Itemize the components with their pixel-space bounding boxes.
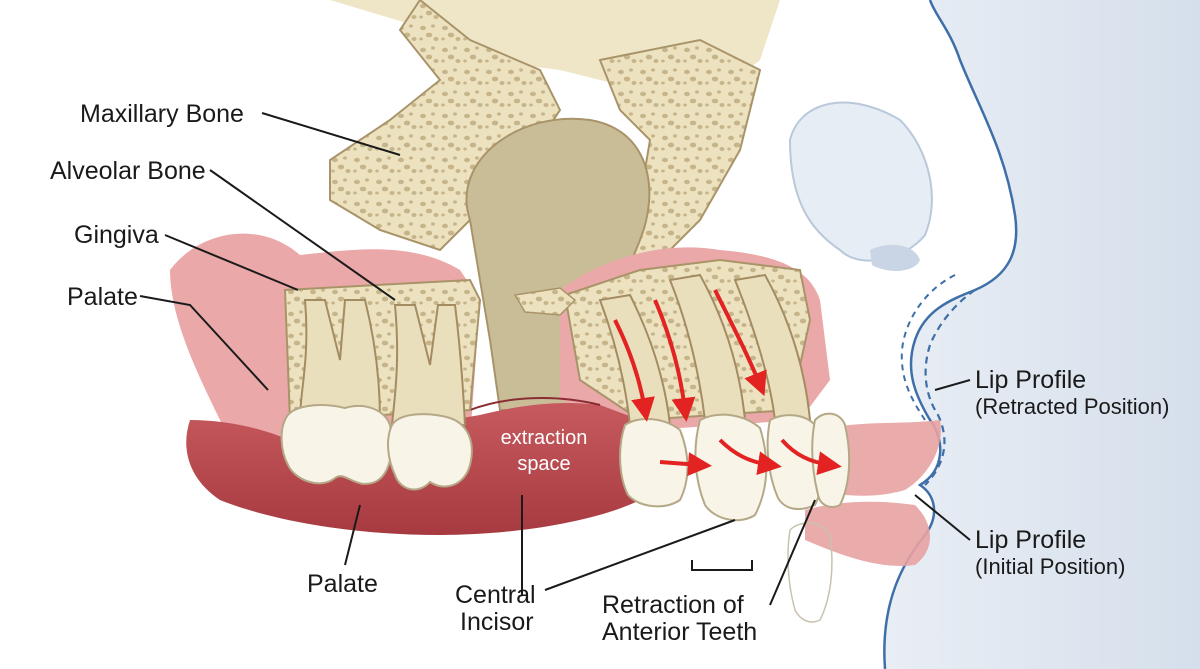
crown-arrow-3 <box>780 438 842 476</box>
lip-profile-dashed-2 <box>900 274 956 421</box>
root-arrow-3 <box>713 289 767 397</box>
lip-profile-retracted-line <box>924 289 976 486</box>
leader-palate-top <box>139 295 269 391</box>
label-central-incisor-2: Incisor <box>460 608 534 636</box>
premolar-crown <box>619 418 689 508</box>
leader-maxillary-bone <box>261 112 401 156</box>
label-central-incisor-1: Central <box>455 581 536 609</box>
lower-incisor-outline <box>787 522 833 623</box>
leader-palate-bottom <box>344 504 361 566</box>
nostril <box>870 244 920 272</box>
label-palate-top: Palate <box>67 283 138 311</box>
leader-lip-retracted <box>934 379 971 391</box>
molar-2-roots <box>390 304 467 426</box>
canine-crown <box>694 413 768 522</box>
leader-alveolar-bone <box>209 169 396 301</box>
nose-inner <box>788 101 933 262</box>
label-lip-initial-1: Lip Profile <box>975 526 1086 554</box>
crown-arrow-1 <box>659 452 712 477</box>
leader-retraction <box>769 499 816 606</box>
face-profile <box>884 0 1200 669</box>
label-alveolar-bone: Alveolar Bone <box>50 157 206 185</box>
retraction-arrows <box>613 289 842 477</box>
label-lip-retracted-2: (Retracted Position) <box>975 394 1169 419</box>
molar-1-crown <box>280 404 393 485</box>
root-arrow-2 <box>653 299 696 422</box>
label-lip-retracted-1: Lip Profile <box>975 366 1086 394</box>
label-retraction-1: Retraction of <box>602 591 744 619</box>
palate-ridge <box>469 397 601 411</box>
label-gingiva: Gingiva <box>74 221 159 249</box>
lower-lip <box>805 501 930 566</box>
label-palate-bottom: Palate <box>307 570 378 598</box>
crown-arrow-2 <box>718 438 782 476</box>
retraction-bracket <box>691 560 753 571</box>
label-maxillary-bone: Maxillary Bone <box>80 100 244 128</box>
bone-fragment <box>513 287 577 316</box>
extraction-space-label-2: space <box>517 453 570 475</box>
label-retraction-2: Anterior Teeth <box>602 618 757 646</box>
label-lip-initial-2: (Initial Position) <box>975 554 1125 579</box>
root-arrow-1 <box>613 319 655 422</box>
extraction-space-label-1: extraction <box>501 427 588 449</box>
leader-gingiva <box>164 234 299 291</box>
molar-2-crown <box>387 413 473 491</box>
leader-lip-initial <box>914 494 971 541</box>
leader-central-incisor <box>544 519 736 591</box>
